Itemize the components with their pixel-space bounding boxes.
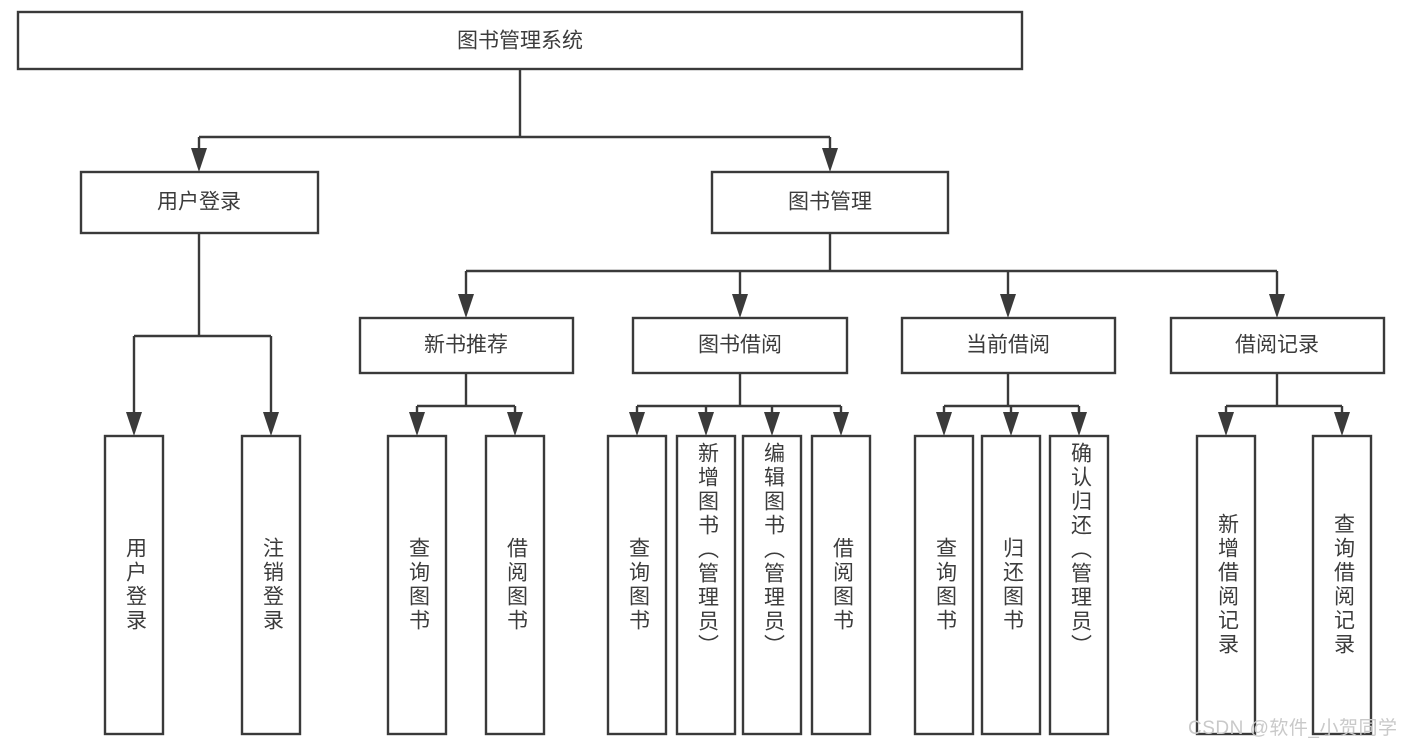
arrow-to-leaf-query-record [1334, 412, 1350, 436]
node-current-borrow[interactable] [900, 316, 1117, 375]
leaf-query-book-new[interactable] [386, 434, 448, 736]
arrow-to-leaf-confirm-return [1071, 412, 1087, 436]
node-user-login-label: 用户登录 [157, 191, 241, 214]
arrow-to-leaf-logout [263, 412, 279, 436]
leaf-edit-book[interactable] [741, 434, 803, 736]
arrow-to-leaf-edit-book [764, 412, 780, 436]
arrow-to-leaf-query-book-c [936, 412, 952, 436]
arrow-to-leaf-user-login [126, 412, 142, 436]
leaf-query-borrow-record[interactable] [1311, 434, 1373, 736]
node-borrow-record-label: 借阅记录 [1235, 334, 1319, 357]
arrow-to-new-book [458, 294, 474, 318]
node-current-borrow-label: 当前借阅 [966, 334, 1050, 357]
leaf-borrow-book-new[interactable] [484, 434, 546, 736]
node-root[interactable] [16, 10, 1024, 71]
node-book-borrow-label: 图书借阅 [698, 334, 782, 357]
arrow-to-current-borrow [1000, 294, 1016, 318]
leaf-borrow-book[interactable] [810, 434, 872, 736]
arrow-to-leaf-add-record [1218, 412, 1234, 436]
arrow-to-leaf-return-book [1003, 412, 1019, 436]
leaf-logout[interactable] [240, 434, 302, 736]
connectors [126, 69, 1350, 436]
arrow-to-leaf-borrow-book-b [833, 412, 849, 436]
leaf-user-login[interactable] [103, 434, 165, 736]
leaf-add-borrow-record[interactable] [1195, 434, 1257, 736]
node-boxes: 图书管理系统 用户登录 图书管理 新书推荐 图书借阅 当前借阅 借阅记录 [16, 10, 1386, 736]
node-user-login[interactable] [79, 170, 320, 235]
leaf-confirm-return[interactable] [1048, 434, 1110, 736]
leaf-query-book-current[interactable] [913, 434, 975, 736]
node-borrow-record[interactable] [1169, 316, 1386, 375]
arrow-to-leaf-query-book-b [629, 412, 645, 436]
node-new-book-recommend-label: 新书推荐 [424, 334, 508, 357]
arrow-to-borrow-record [1269, 294, 1285, 318]
leaf-query-book-borrow[interactable] [606, 434, 668, 736]
arrow-to-leaf-add-book [698, 412, 714, 436]
node-book-borrow[interactable] [631, 316, 849, 375]
arrow-to-book-mgmt [822, 148, 838, 172]
arrow-to-book-borrow [732, 294, 748, 318]
node-book-management-label: 图书管理 [788, 191, 872, 214]
leaf-add-book[interactable] [675, 434, 737, 736]
leaf-return-book[interactable] [980, 434, 1042, 736]
arrow-to-leaf-borrow-book-a [507, 412, 523, 436]
arrow-to-user-login [191, 148, 207, 172]
node-root-label: 图书管理系统 [457, 30, 583, 53]
arrow-to-leaf-query-book-a [409, 412, 425, 436]
node-new-book-recommend[interactable] [358, 316, 575, 375]
node-book-management[interactable] [710, 170, 950, 235]
